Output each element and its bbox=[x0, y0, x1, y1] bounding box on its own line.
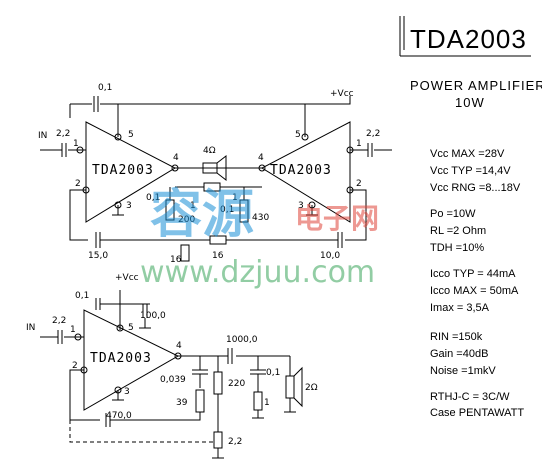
spec-vcc-typ: Vcc TYP =14,4V bbox=[430, 165, 511, 177]
spec-rth: RTHJ-C = 3C/W bbox=[430, 391, 510, 403]
svg-text:100,0: 100,0 bbox=[140, 311, 166, 321]
svg-text:2,2: 2,2 bbox=[366, 129, 380, 139]
svg-text:2,2: 2,2 bbox=[228, 437, 242, 447]
upper-speaker bbox=[202, 162, 218, 174]
spec-po: Po =10W bbox=[430, 208, 476, 220]
spec-vcc-rng: Vcc RNG =8...18V bbox=[430, 182, 521, 194]
svg-text:3: 3 bbox=[298, 201, 304, 211]
svg-text:220: 220 bbox=[228, 379, 245, 389]
svg-text:IN: IN bbox=[26, 323, 35, 333]
svg-text:0,039: 0,039 bbox=[160, 375, 186, 385]
svg-text:5: 5 bbox=[128, 130, 134, 140]
svg-text:5: 5 bbox=[295, 130, 301, 140]
svg-text:2: 2 bbox=[72, 361, 78, 371]
svg-text:1: 1 bbox=[264, 398, 270, 408]
svg-text:15,0: 15,0 bbox=[88, 251, 108, 261]
upper-right-amp bbox=[260, 121, 351, 223]
lower-circuit: +Vcc 0,1 100,0 TDA2003 5 IN 2,2 1 2 3 4 … bbox=[26, 273, 318, 459]
upper-vcc-label: +Vcc bbox=[330, 89, 354, 99]
svg-text:200: 200 bbox=[178, 215, 195, 225]
upper-left-ic-label: TDA2003 bbox=[92, 163, 154, 178]
svg-text:2Ω: 2Ω bbox=[305, 383, 318, 393]
spec-icco-typ: Icco TYP = 44mA bbox=[430, 268, 516, 280]
watermark-url: www.dzjuu.com bbox=[140, 255, 375, 290]
lower-speaker bbox=[285, 375, 295, 399]
spec-case: Case PENTAWATT bbox=[430, 407, 524, 419]
lower-ic-label: TDA2003 bbox=[90, 351, 152, 366]
svg-text:470,0: 470,0 bbox=[106, 411, 132, 421]
svg-text:1: 1 bbox=[70, 325, 76, 335]
title: TDA2003 bbox=[410, 24, 527, 54]
svg-text:39: 39 bbox=[176, 398, 188, 408]
svg-text:16: 16 bbox=[170, 255, 182, 265]
watermark-logo: 容源 bbox=[150, 185, 254, 245]
spec-thd: TDH =10% bbox=[430, 242, 484, 254]
upper-right-ic-label: TDA2003 bbox=[270, 163, 332, 178]
title-box bbox=[399, 16, 531, 57]
svg-text:4Ω: 4Ω bbox=[203, 146, 216, 156]
spec-noise: Noise =1mkV bbox=[430, 365, 496, 377]
svg-text:0,1: 0,1 bbox=[266, 368, 280, 378]
svg-text:4: 4 bbox=[258, 153, 264, 163]
spec-list: Vcc MAX =28V Vcc TYP =14,4V Vcc RNG =8..… bbox=[430, 148, 524, 419]
svg-text:2,2: 2,2 bbox=[56, 129, 70, 139]
upper-c-top-label: 0,1 bbox=[98, 83, 112, 93]
svg-text:4: 4 bbox=[173, 153, 179, 163]
svg-text:0,1: 0,1 bbox=[146, 193, 160, 203]
svg-text:5: 5 bbox=[128, 323, 134, 333]
watermark-sub: 电子网 bbox=[295, 202, 379, 235]
svg-text:430: 430 bbox=[252, 213, 269, 223]
power-rating: 10W bbox=[455, 95, 485, 110]
upper-input-label: IN bbox=[38, 131, 47, 141]
spec-icco-max: Icco MAX = 50mA bbox=[430, 285, 519, 297]
svg-text:1: 1 bbox=[356, 139, 362, 149]
svg-text:2,2: 2,2 bbox=[52, 316, 66, 326]
svg-text:1: 1 bbox=[73, 139, 79, 149]
subtitle: POWER AMPLIFIER bbox=[410, 78, 542, 93]
lower-amp bbox=[83, 309, 180, 411]
spec-imax: Imax = 3,5A bbox=[430, 302, 490, 314]
svg-text:16: 16 bbox=[212, 251, 224, 261]
svg-text:2: 2 bbox=[356, 179, 362, 189]
spec-vcc-max: Vcc MAX =28V bbox=[430, 148, 505, 160]
upper-left-amp bbox=[85, 121, 177, 223]
upper-circuit: 0,1 +Vcc TDA2003 TDA2003 5 5 IN 2,2 1 2,… bbox=[38, 83, 392, 265]
svg-text:0,1: 0,1 bbox=[220, 205, 234, 215]
svg-text:3: 3 bbox=[126, 201, 132, 211]
svg-text:1000,0: 1000,0 bbox=[226, 335, 258, 345]
spec-gain: Gain =40dB bbox=[430, 348, 488, 360]
svg-text:1: 1 bbox=[232, 193, 238, 203]
svg-text:4: 4 bbox=[176, 341, 182, 351]
svg-text:2: 2 bbox=[75, 179, 81, 189]
svg-text:+Vcc: +Vcc bbox=[115, 273, 139, 283]
svg-text:0,1: 0,1 bbox=[75, 291, 89, 301]
spec-rin: RIN =150k bbox=[430, 331, 483, 343]
svg-text:1: 1 bbox=[190, 201, 196, 211]
svg-text:10,0: 10,0 bbox=[320, 251, 340, 261]
spec-rl: RL =2 Ohm bbox=[430, 225, 486, 237]
svg-text:3: 3 bbox=[124, 387, 130, 397]
